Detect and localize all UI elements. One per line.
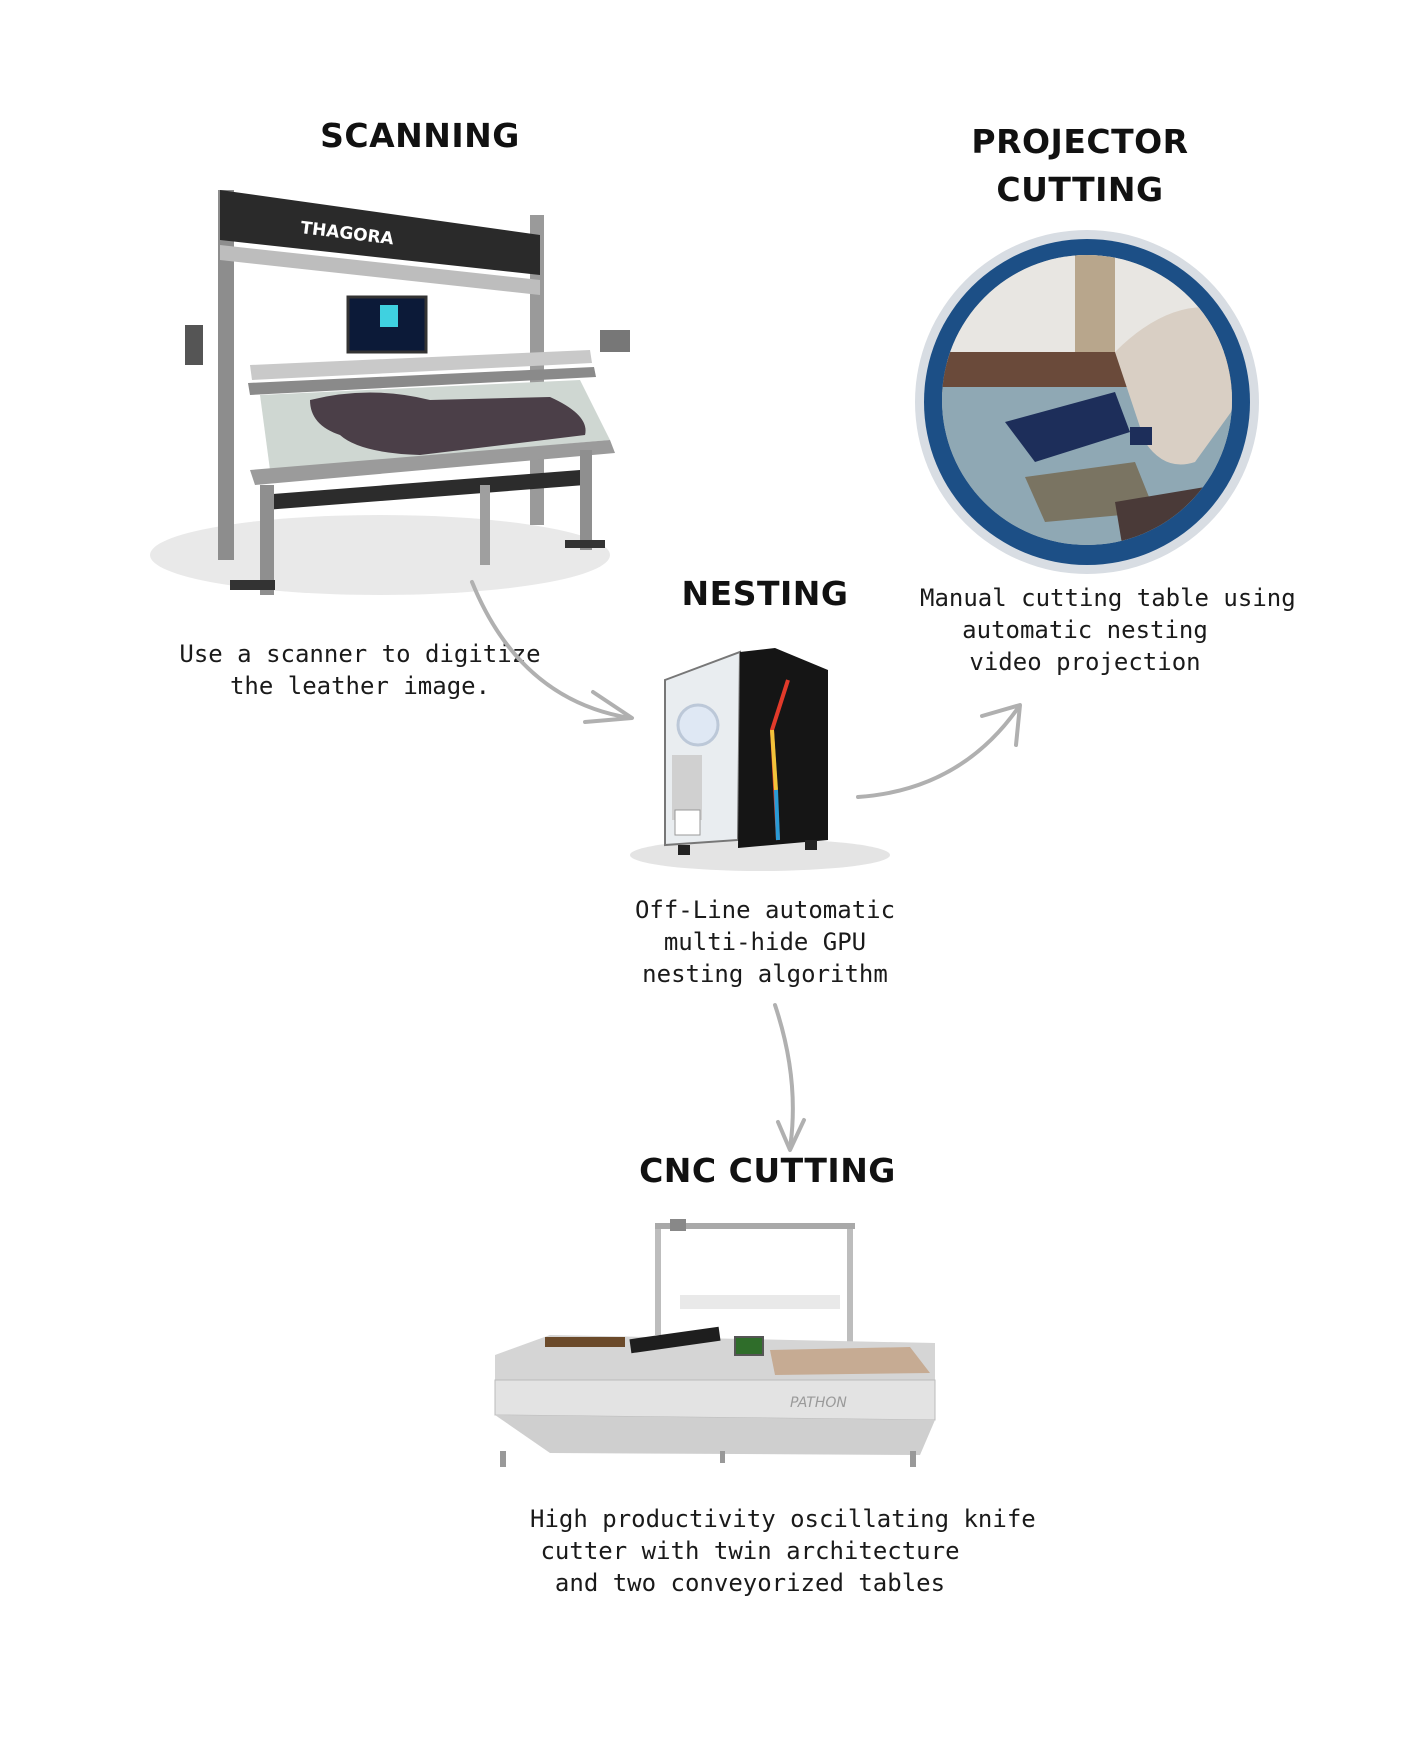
- scanner-machine-image: THAGORA: [150, 190, 630, 595]
- nesting-computer-image: [630, 648, 890, 871]
- projector-cutting-photo: [915, 230, 1259, 574]
- arrow-nesting-to-projector-head: [980, 703, 1022, 747]
- nesting-title: NESTING: [681, 574, 849, 613]
- projector-caption: Manual cutting table using automatic nes…: [920, 584, 1296, 676]
- nesting-caption: Off-Line automatic multi-hide GPU nestin…: [634, 896, 896, 988]
- cnc-brand-label: PATHON: [790, 1395, 847, 1411]
- cnc-cutting-caption: High productivity oscillating knife cutt…: [530, 1505, 1036, 1597]
- scanning-caption: Use a scanner to digitize the leather im…: [179, 640, 541, 700]
- arrow-nesting-to-cnc-head: [776, 1118, 806, 1152]
- scanning-title: SCANNING: [320, 116, 520, 155]
- cnc-cutter-machine-image: PATHON: [494, 1219, 936, 1467]
- projector-title: PROJECTOR CUTTING: [971, 122, 1189, 209]
- cnc-cutting-title: CNC CUTTING: [639, 1151, 896, 1190]
- arrow-nesting-to-cnc: [773, 1003, 795, 1150]
